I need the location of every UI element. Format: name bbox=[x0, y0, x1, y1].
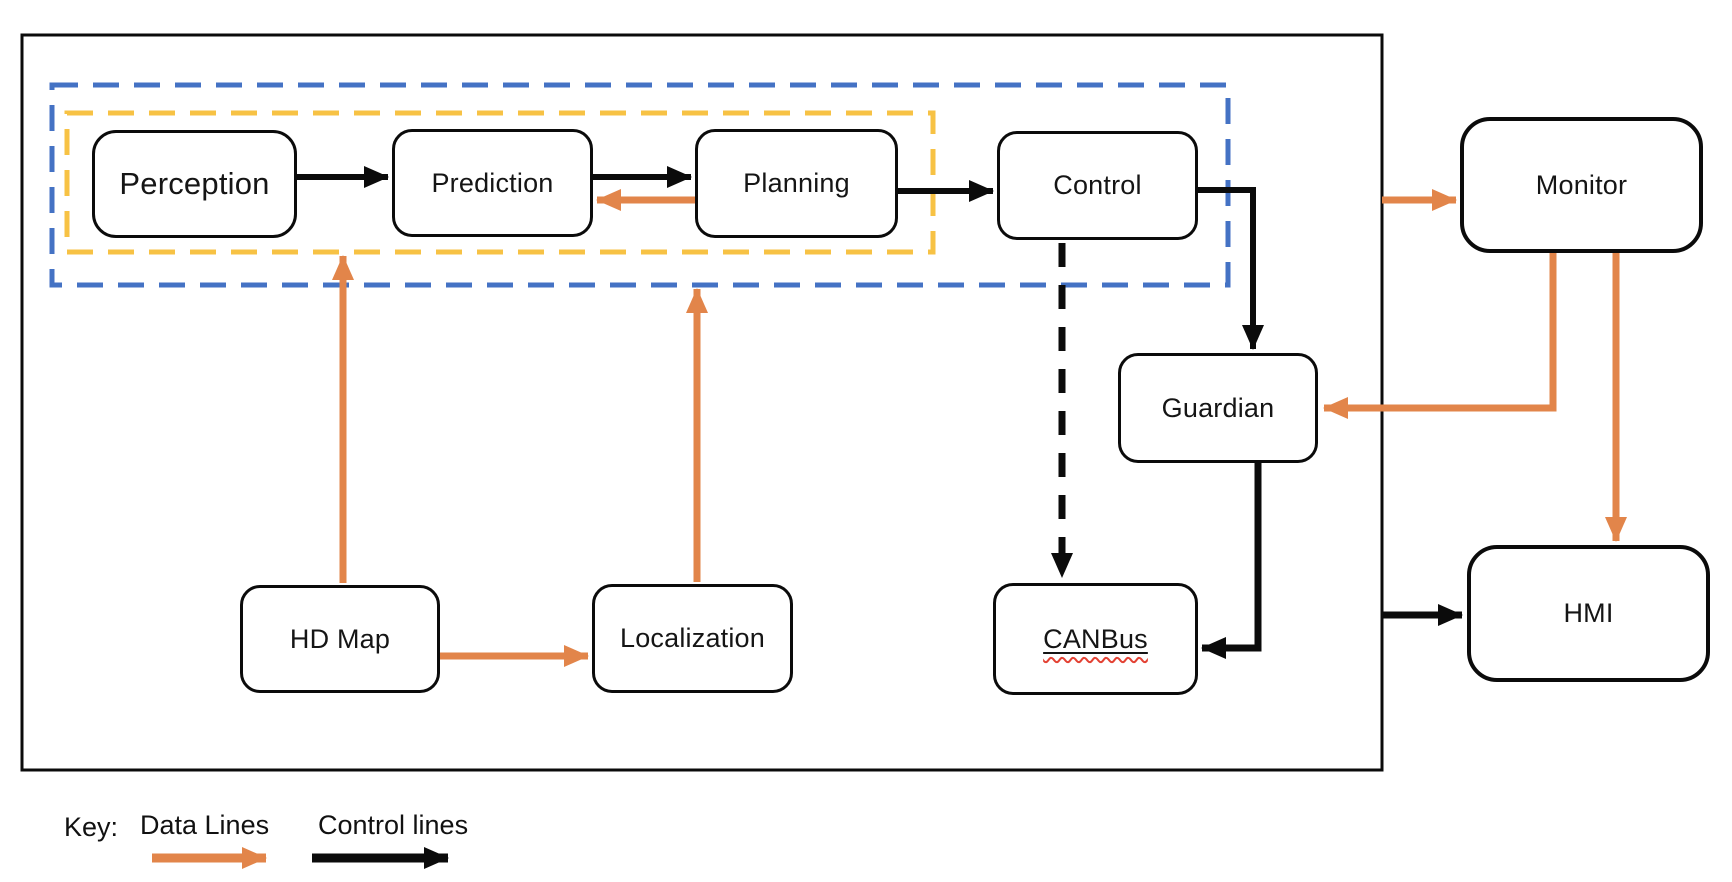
node-canbus: CANBus bbox=[993, 583, 1198, 695]
node-guardian-label: Guardian bbox=[1161, 392, 1275, 423]
blue-dashed-group-box bbox=[49, 82, 1231, 288]
node-prediction-label: Prediction bbox=[431, 167, 554, 198]
edge-guardian-canbus bbox=[1201, 463, 1262, 659]
node-prediction: Prediction bbox=[392, 129, 593, 237]
yellow-dashed-group-box bbox=[64, 110, 936, 255]
edge-control-guardian bbox=[1198, 187, 1264, 350]
node-hd-map-label: HD Map bbox=[289, 623, 391, 654]
node-control: Control bbox=[997, 131, 1198, 240]
node-localization-label: Localization bbox=[620, 623, 765, 653]
node-control-label: Control bbox=[1053, 170, 1142, 200]
node-planning: Planning bbox=[695, 129, 898, 238]
legend-key-label: Key: bbox=[64, 812, 119, 842]
node-hd-map: HD Map bbox=[240, 585, 440, 693]
node-localization: Localization bbox=[592, 584, 793, 693]
node-monitor: Monitor bbox=[1460, 117, 1703, 253]
node-guardian: Guardian bbox=[1118, 353, 1318, 463]
outer-system-box bbox=[20, 33, 1384, 772]
node-perception: Perception bbox=[92, 130, 297, 238]
node-canbus-label: CANBus bbox=[1043, 623, 1148, 654]
node-hmi-label: HMI bbox=[1563, 598, 1614, 628]
legend-control-lines-label: Control lines bbox=[318, 810, 469, 840]
node-monitor-label: Monitor bbox=[1535, 169, 1628, 200]
node-perception-label: Perception bbox=[119, 166, 270, 201]
node-canbus-underline: CANBus bbox=[1043, 624, 1148, 655]
node-hmi: HMI bbox=[1467, 545, 1710, 682]
legend-data-lines-label: Data Lines bbox=[140, 810, 270, 840]
node-planning-label: Planning bbox=[743, 168, 850, 198]
edge-monitor-guardian-data bbox=[1323, 253, 1557, 419]
